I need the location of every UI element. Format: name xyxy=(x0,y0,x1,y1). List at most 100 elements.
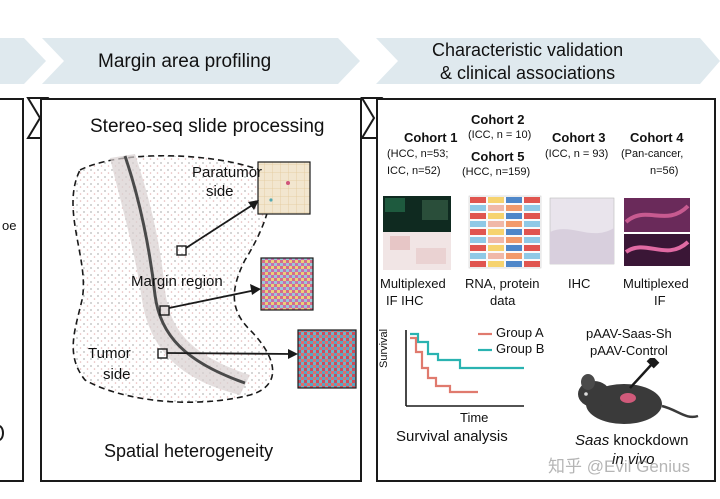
cohort2-title: Cohort 2 xyxy=(471,112,525,127)
heatmap-cell xyxy=(524,221,540,227)
heatmap-cell xyxy=(506,245,522,251)
zoom-grid-margin xyxy=(260,257,314,311)
legend-group-a: Group A xyxy=(496,325,544,340)
middle-panel-title: Stereo-seq slide processing xyxy=(90,116,325,137)
step3-title-line1: Characteristic validation xyxy=(432,40,624,60)
heatmap-cell xyxy=(506,221,522,227)
thumb-mif xyxy=(624,198,690,266)
heatmap-cell xyxy=(488,213,504,219)
method1-label-2: IF IHC xyxy=(386,293,424,308)
vivo-caption-line2: in vivo xyxy=(612,451,655,468)
middle-panel-footer: Spatial heterogeneity xyxy=(104,441,274,461)
cohort4-title: Cohort 4 xyxy=(630,130,684,145)
cohort1-detail-1: (HCC, n=53; xyxy=(387,148,449,160)
step1-chevron xyxy=(0,38,46,84)
method4-label-1: Multiplexed xyxy=(623,276,689,291)
heatmap-cell xyxy=(488,229,504,235)
rna-heatmap-grid xyxy=(470,197,540,267)
vivo-caption: Saas knockdown xyxy=(575,432,688,449)
heatmap-cell xyxy=(506,229,522,235)
heatmap-cell xyxy=(488,245,504,251)
heatmap-cell xyxy=(470,229,486,235)
step2-chevron xyxy=(42,38,360,84)
vivo-construct-1: pAAV-Saas-Sh xyxy=(586,326,672,341)
label-tumor-side: side xyxy=(103,366,131,383)
heatmap-cell xyxy=(506,253,522,259)
zoom-grid-paratumor xyxy=(257,161,311,215)
heatmap-cell xyxy=(470,205,486,211)
step3-chevron xyxy=(376,38,720,84)
cohort3-title: Cohort 3 xyxy=(552,130,606,145)
cohort5-detail: (HCC, n=159) xyxy=(462,166,531,178)
step3-title-line2: & clinical associations xyxy=(440,63,616,83)
zoom-arrow-tumor xyxy=(166,352,293,355)
mouse-illustration xyxy=(578,358,699,424)
zoom-arrow-margin xyxy=(168,289,257,309)
label-paratumor-side: side xyxy=(206,183,234,200)
vivo-caption-rest: knockdown xyxy=(609,432,689,449)
thumb-ihc xyxy=(549,197,615,265)
sample-box-margin xyxy=(159,305,170,316)
cohort1-detail-2: ICC, n=52) xyxy=(387,165,441,177)
label-margin-region: Margin region xyxy=(131,273,223,290)
method3-label: IHC xyxy=(568,276,591,291)
cohort5-title: Cohort 5 xyxy=(471,149,525,164)
margin-boundary-line xyxy=(123,155,246,385)
label-paratumor: Paratumor xyxy=(192,164,263,181)
cohort3-detail: (ICC, n = 93) xyxy=(545,148,609,160)
heatmap-cell xyxy=(470,221,486,227)
heatmap-cell xyxy=(506,237,522,243)
heatmap-cell xyxy=(488,237,504,243)
heatmap-cell xyxy=(488,261,504,267)
heatmap-cell xyxy=(524,205,540,211)
cohort2-detail: (ICC, n = 10) xyxy=(468,129,532,141)
heatmap-cell xyxy=(506,205,522,211)
heatmap-cell xyxy=(524,245,540,251)
heatmap-cell xyxy=(470,213,486,219)
heatmap-cell xyxy=(524,261,540,267)
zoom-grid-tumor xyxy=(297,329,357,389)
survival-plot xyxy=(405,330,524,407)
cohort1-title: Cohort 1 xyxy=(404,130,458,145)
heatmap-cell xyxy=(506,213,522,219)
heatmap-cell xyxy=(470,237,486,243)
method4-label-2: IF xyxy=(654,293,666,308)
heatmap-cell xyxy=(488,253,504,259)
method2-label-1: RNA, protein xyxy=(465,276,540,291)
survival-x-label: Time xyxy=(460,410,489,425)
heatmap-cell xyxy=(524,213,540,219)
method1-label-1: Multiplexed xyxy=(380,276,446,291)
left-edge-text: oe xyxy=(2,218,17,233)
survival-y-label: Survival xyxy=(378,328,390,368)
vivo-construct-2: pAAV-Control xyxy=(590,343,668,358)
left-panel xyxy=(0,98,24,482)
heatmap-cell xyxy=(470,261,486,267)
heatmap-cell xyxy=(488,197,504,203)
heatmap-cell xyxy=(524,197,540,203)
heatmap-cell xyxy=(524,237,540,243)
heatmap-cell xyxy=(470,245,486,251)
survival-caption: Survival analysis xyxy=(396,428,508,445)
label-tumor: Tumor xyxy=(88,345,131,362)
watermark: 知乎 @Evil Genius xyxy=(548,457,690,476)
margin-band xyxy=(110,154,250,395)
heatmap-cell xyxy=(524,229,540,235)
heatmap-cell xyxy=(470,197,486,203)
sample-box-paratumor xyxy=(176,245,187,256)
method2-label-2: data xyxy=(490,293,516,308)
heatmap-cell xyxy=(488,205,504,211)
cohort4-detail-1: (Pan-cancer, xyxy=(621,148,684,160)
step-chevron-banners xyxy=(0,38,720,84)
heatmap-cell xyxy=(488,221,504,227)
syringe xyxy=(629,363,653,389)
cohort4-detail-2: n=56) xyxy=(650,165,679,177)
stereo-seq-tissue-diagram xyxy=(72,154,357,403)
method-thumbnails xyxy=(383,195,690,270)
survival-curve-group-b xyxy=(410,332,524,370)
zoom-arrow-paratumor xyxy=(185,203,255,249)
thumb-mif-ihc xyxy=(383,196,451,270)
right-panel xyxy=(376,98,716,482)
vivo-caption-gene: Saas xyxy=(575,432,610,449)
heatmap-cell xyxy=(524,253,540,259)
heatmap-cell xyxy=(506,197,522,203)
